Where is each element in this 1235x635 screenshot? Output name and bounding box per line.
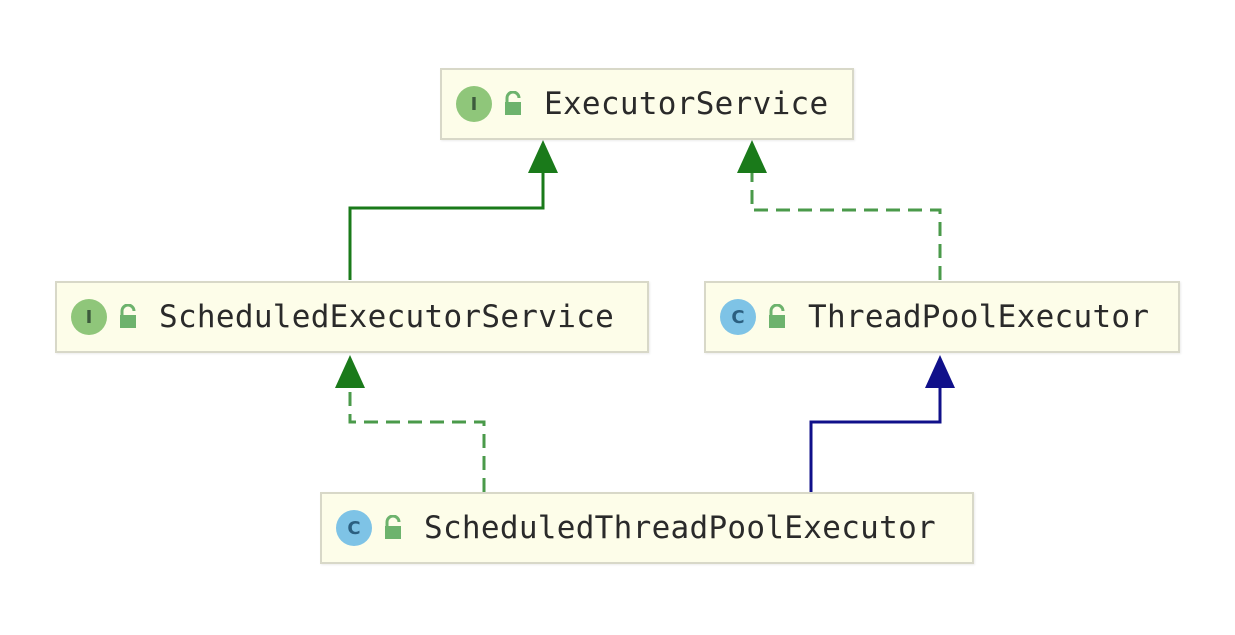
- edge-scheduled-executor-service-to-executor-service: [348, 140, 558, 280]
- interface-icon: I: [71, 299, 107, 335]
- node-label: ScheduledExecutorService: [159, 299, 615, 335]
- lock-icon: [385, 515, 401, 539]
- class-icon: C: [720, 299, 756, 335]
- node-thread-pool-executor[interactable]: C ThreadPoolExecutor: [704, 281, 1180, 353]
- node-label: ExecutorService: [544, 86, 829, 122]
- interface-icon: I: [456, 86, 492, 122]
- node-scheduled-thread-pool-executor[interactable]: C ScheduledThreadPoolExecutor: [320, 492, 974, 564]
- node-executor-service[interactable]: I ExecutorService: [440, 68, 854, 140]
- edge-thread-pool-executor-to-executor-service: [737, 140, 942, 280]
- node-scheduled-executor-service[interactable]: I ScheduledExecutorService: [55, 281, 649, 353]
- lock-icon: [769, 304, 785, 328]
- node-label: ThreadPoolExecutor: [808, 299, 1150, 335]
- edge-scheduled-thread-pool-executor-to-scheduled-executor-service: [335, 355, 486, 492]
- node-label: ScheduledThreadPoolExecutor: [424, 510, 937, 546]
- lock-icon: [505, 91, 521, 115]
- edge-scheduled-thread-pool-executor-to-thread-pool-executor: [809, 355, 955, 492]
- class-icon: C: [336, 510, 372, 546]
- lock-icon: [120, 304, 136, 328]
